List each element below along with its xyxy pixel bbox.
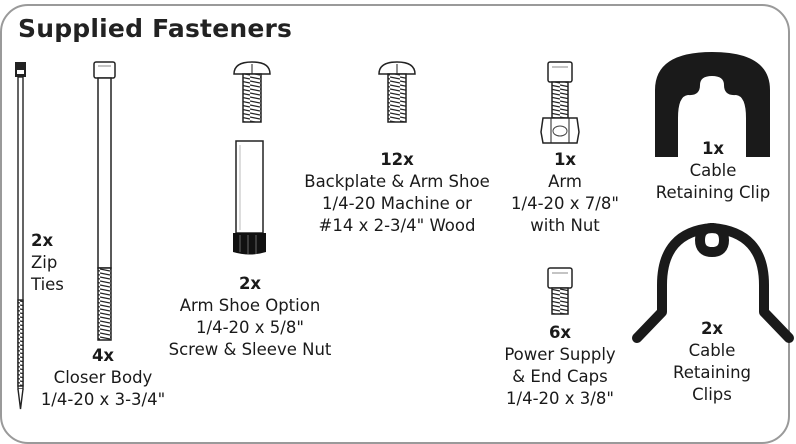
cable-clips-line3: Clips — [692, 385, 732, 404]
arm-line3: with Nut — [530, 216, 600, 235]
cable-clips-line1: Cable — [688, 341, 736, 360]
arm-qty: 1x — [553, 150, 577, 169]
cable-clip-single-qty: 1x — [701, 139, 725, 158]
closer-body-bolt-icon — [93, 61, 116, 341]
backplate-line1: Backplate & Arm Shoe — [304, 172, 490, 191]
cable-clip-single-label: 1x Cable Retaining Clip — [640, 138, 786, 204]
zip-ties-qty: 2x — [31, 231, 54, 250]
backplate-line2: 1/4-20 Machine or — [322, 194, 472, 213]
power-supply-label: 6x Power Supply & End Caps 1/4-20 x 3/8" — [490, 322, 630, 410]
power-supply-qty: 6x — [548, 323, 572, 342]
arm-shoe-option-line2: 1/4-20 x 5/8" — [196, 318, 304, 337]
closer-body-label: 4x Closer Body 1/4-20 x 3-3/4" — [28, 345, 178, 411]
arm-line1: Arm — [548, 172, 582, 191]
zip-ties-line2: Ties — [31, 275, 64, 294]
zip-tie-icon — [15, 62, 26, 410]
cable-clip-single-line1: Cable — [689, 161, 737, 180]
arm-shoe-option-line3: Screw & Sleeve Nut — [168, 340, 332, 359]
zip-ties-label: 2x Zip Ties — [31, 230, 64, 296]
cable-clips-label: 2x Cable Retaining Clips — [660, 318, 764, 406]
closer-body-qty: 4x — [91, 346, 115, 365]
cable-clip-single-line2: Retaining Clip — [655, 183, 771, 202]
backplate-line3: #14 x 2-3/4" Wood — [318, 216, 476, 235]
cable-clips-line2: Retaining — [672, 363, 751, 382]
sleeve-nut-icon — [233, 140, 266, 255]
arm-shoe-screw-icon — [233, 61, 271, 123]
backplate-qty: 12x — [380, 150, 414, 169]
page-title: Supplied Fasteners — [18, 14, 293, 43]
cable-retaining-clip-icon — [655, 52, 770, 157]
arm-label: 1x Arm 1/4-20 x 7/8" with Nut — [500, 149, 630, 237]
zip-ties-line1: Zip — [31, 253, 58, 272]
backplate-screw-icon — [378, 61, 416, 123]
power-supply-line1: Power Supply — [504, 345, 616, 364]
arm-shoe-option-label: 2x Arm Shoe Option 1/4-20 x 5/8" Screw &… — [160, 273, 340, 361]
power-supply-line3: 1/4-20 x 3/8" — [506, 389, 614, 408]
arm-line2: 1/4-20 x 7/8" — [511, 194, 619, 213]
cable-clips-qty: 2x — [700, 319, 724, 338]
backplate-label: 12x Backplate & Arm Shoe 1/4-20 Machine … — [290, 149, 504, 237]
power-supply-bolt-icon — [547, 267, 573, 315]
cable-retaining-clips-icon — [632, 223, 794, 343]
closer-body-line2: 1/4-20 x 3-3/4" — [40, 390, 166, 409]
closer-body-line1: Closer Body — [53, 368, 153, 387]
arm-shoe-option-line1: Arm Shoe Option — [179, 296, 321, 315]
power-supply-line2: & End Caps — [512, 367, 608, 386]
arm-shoe-option-qty: 2x — [238, 274, 262, 293]
arm-bolt-with-nut-icon — [540, 61, 580, 144]
fastener-illustrations — [15, 52, 794, 410]
